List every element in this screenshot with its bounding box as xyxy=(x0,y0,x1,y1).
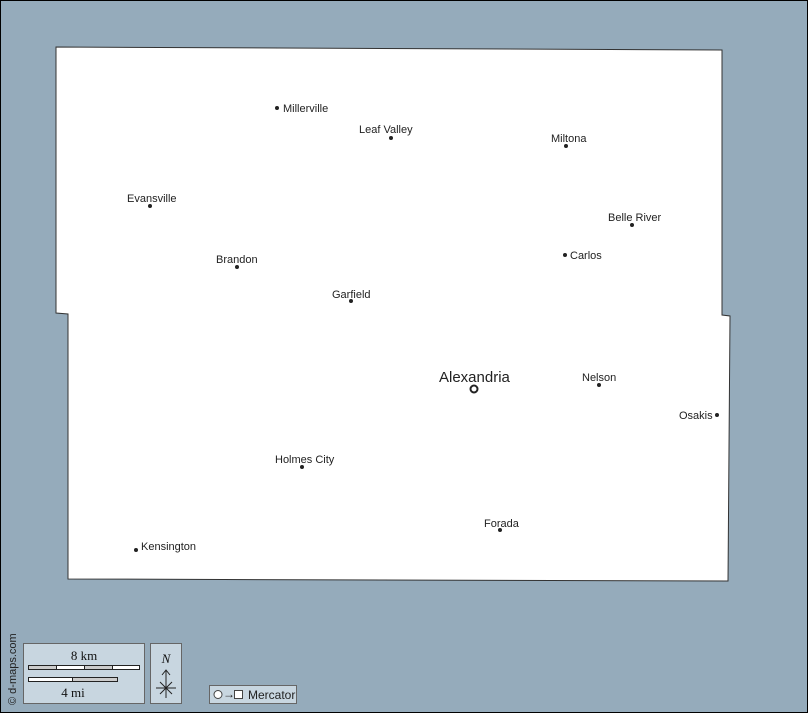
place-millerville[interactable]: Millerville xyxy=(275,103,328,115)
county-boundary xyxy=(55,46,731,582)
place-osakis[interactable]: Osakis xyxy=(679,410,719,422)
place-kensington[interactable]: Kensington xyxy=(134,541,196,553)
place-label: Forada xyxy=(484,518,520,530)
projection-badge: → Mercator xyxy=(209,685,297,704)
place-label: Alexandria xyxy=(439,369,511,386)
place-label: Osakis xyxy=(679,410,713,422)
scale-mi-label: 4 mi xyxy=(61,685,85,700)
north-arrow: N xyxy=(150,643,182,704)
place-nelson[interactable]: Nelson xyxy=(582,372,616,387)
place-leaf-valley[interactable]: Leaf Valley xyxy=(359,124,413,140)
place-forada[interactable]: Forada xyxy=(484,518,520,532)
place-label: Evansville xyxy=(127,193,177,205)
place-label: Garfield xyxy=(332,289,371,301)
scale-bar: 8 km 4 mi xyxy=(23,643,145,704)
compass-icon xyxy=(156,669,176,698)
place-miltona[interactable]: Miltona xyxy=(551,133,587,148)
place-label: Brandon xyxy=(216,254,258,266)
place-label: Leaf Valley xyxy=(359,124,413,136)
circle-icon xyxy=(213,690,223,699)
place-belle-river[interactable]: Belle River xyxy=(608,212,662,227)
place-label: Miltona xyxy=(551,133,587,145)
arrow-icon: → xyxy=(223,687,235,701)
place-evansville[interactable]: Evansville xyxy=(127,193,177,208)
place-garfield[interactable]: Garfield xyxy=(332,289,371,303)
square-icon xyxy=(234,690,243,699)
place-label: Carlos xyxy=(570,250,602,262)
copyright-credit: © d-maps.com xyxy=(7,633,19,705)
place-brandon[interactable]: Brandon xyxy=(216,254,258,269)
place-label: Millerville xyxy=(283,103,328,115)
place-label: Nelson xyxy=(582,372,616,384)
place-label: Belle River xyxy=(608,212,662,224)
place-alexandria[interactable]: Alexandria xyxy=(439,369,511,394)
north-label: N xyxy=(161,651,172,666)
place-holmes-city[interactable]: Holmes City xyxy=(275,454,335,469)
scale-km-label: 8 km xyxy=(71,648,97,663)
place-carlos[interactable]: Carlos xyxy=(563,250,602,262)
place-label: Holmes City xyxy=(275,454,335,466)
place-label: Kensington xyxy=(141,541,196,553)
projection-label: Mercator xyxy=(248,688,295,702)
